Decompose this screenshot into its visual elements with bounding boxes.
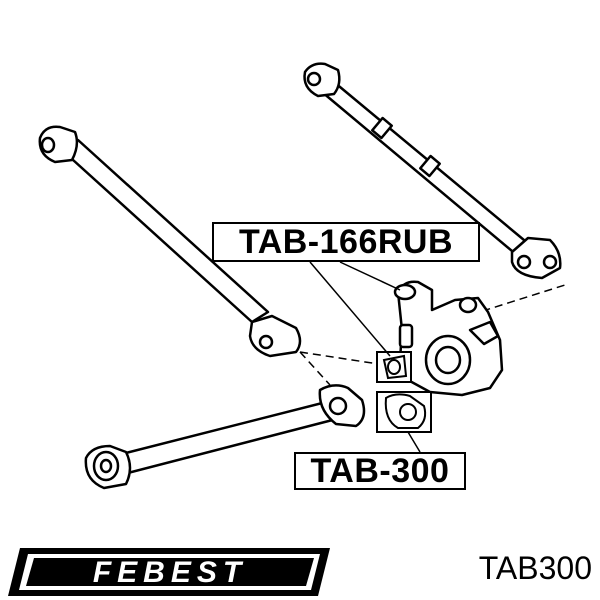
upper-right-arm (303, 62, 562, 280)
lower-arm (84, 384, 366, 490)
bushing-lower (376, 391, 432, 433)
febest-logo-text: FEBEST (93, 556, 247, 589)
callout-tab-300: TAB-300 (294, 452, 466, 490)
callout-tab-166rub: TAB-166RUB (212, 222, 480, 262)
bushing-upper (376, 351, 412, 383)
left-lateral-arm (38, 125, 302, 358)
part-number: TAB300 (478, 550, 592, 586)
leader-lines (309, 261, 421, 453)
febest-logo: FEBEST (8, 548, 330, 596)
